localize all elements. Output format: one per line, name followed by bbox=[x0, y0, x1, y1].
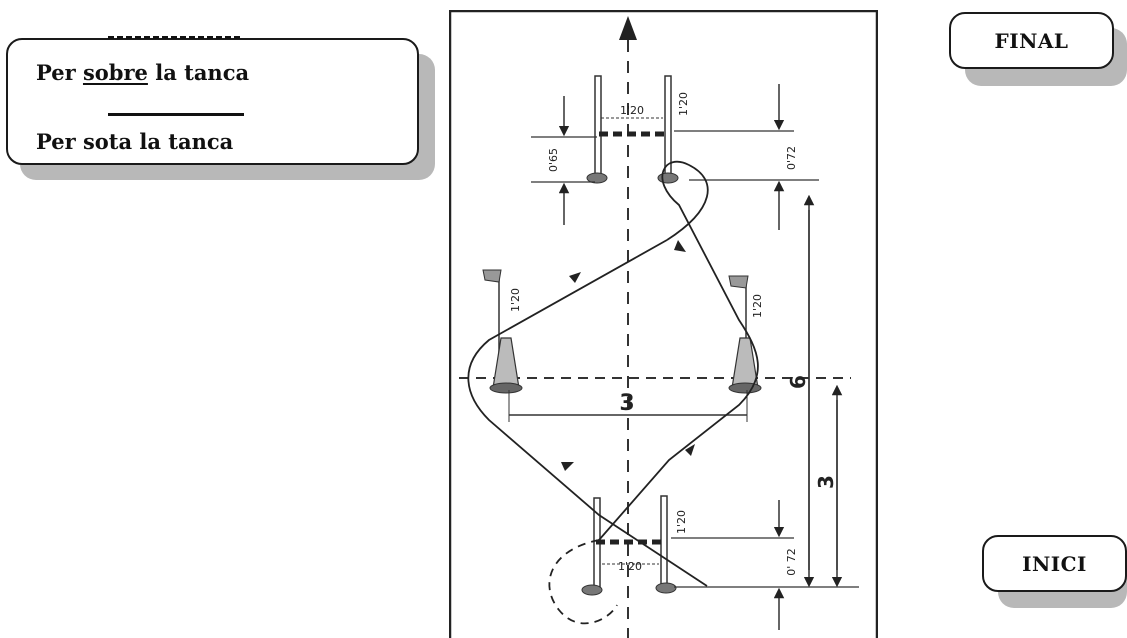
top-left-gap-label: 0'65 bbox=[547, 148, 560, 172]
legend-over-fence: Per sobre la tanca bbox=[36, 60, 249, 85]
path-segment-start bbox=[467, 239, 708, 587]
top-fence-height-label: 1'20 bbox=[677, 92, 690, 116]
path-arrow-icon bbox=[569, 272, 581, 283]
inici-label: INICI bbox=[982, 535, 1127, 592]
left-flag-height-label: 1'20 bbox=[509, 288, 522, 312]
course-diagram: 1'20 1'20 0'72 0'65 1'20 1'20 3 bbox=[449, 10, 878, 638]
top-fence bbox=[586, 75, 679, 184]
final-label: FINAL bbox=[949, 12, 1114, 69]
right-flag-icon bbox=[728, 275, 749, 355]
bottom-fence-width-label: 1'20 bbox=[618, 560, 642, 573]
under-fence-line-marker bbox=[108, 113, 244, 116]
direction-arrow-icon bbox=[619, 16, 637, 40]
legend-over-prefix: Per bbox=[36, 60, 83, 85]
legend-over-keyword: sobre bbox=[82, 60, 148, 85]
path-arrow-icon bbox=[685, 444, 695, 456]
top-fence-width-label: 1'20 bbox=[620, 104, 644, 117]
cone-distance-label: 3 bbox=[619, 391, 634, 416]
path-loop-top bbox=[598, 160, 759, 541]
path-under-fence-loop bbox=[548, 539, 618, 625]
bottom-fence bbox=[581, 495, 677, 596]
left-cone-icon bbox=[489, 337, 523, 394]
right-flag-height-label: 1'20 bbox=[751, 294, 764, 318]
path-arrow-icon bbox=[561, 462, 574, 471]
legend-box: Per sobre la tanca Per sota la tanca bbox=[6, 36, 419, 165]
top-right-gap-label: 0'72 bbox=[785, 146, 798, 170]
legend-under-fence: Per sota la tanca bbox=[36, 129, 234, 154]
left-flag-icon bbox=[482, 269, 502, 355]
path-arrow-icon bbox=[674, 240, 686, 252]
total-length-label: 6 bbox=[786, 375, 810, 389]
legend-over-suffix: la tanca bbox=[147, 60, 250, 85]
over-fence-dash-marker bbox=[108, 36, 240, 39]
bottom-gap-label: 0' 72 bbox=[785, 548, 798, 576]
half-length-label: 3 bbox=[814, 475, 838, 489]
bottom-fence-height-label: 1'20 bbox=[675, 510, 688, 534]
